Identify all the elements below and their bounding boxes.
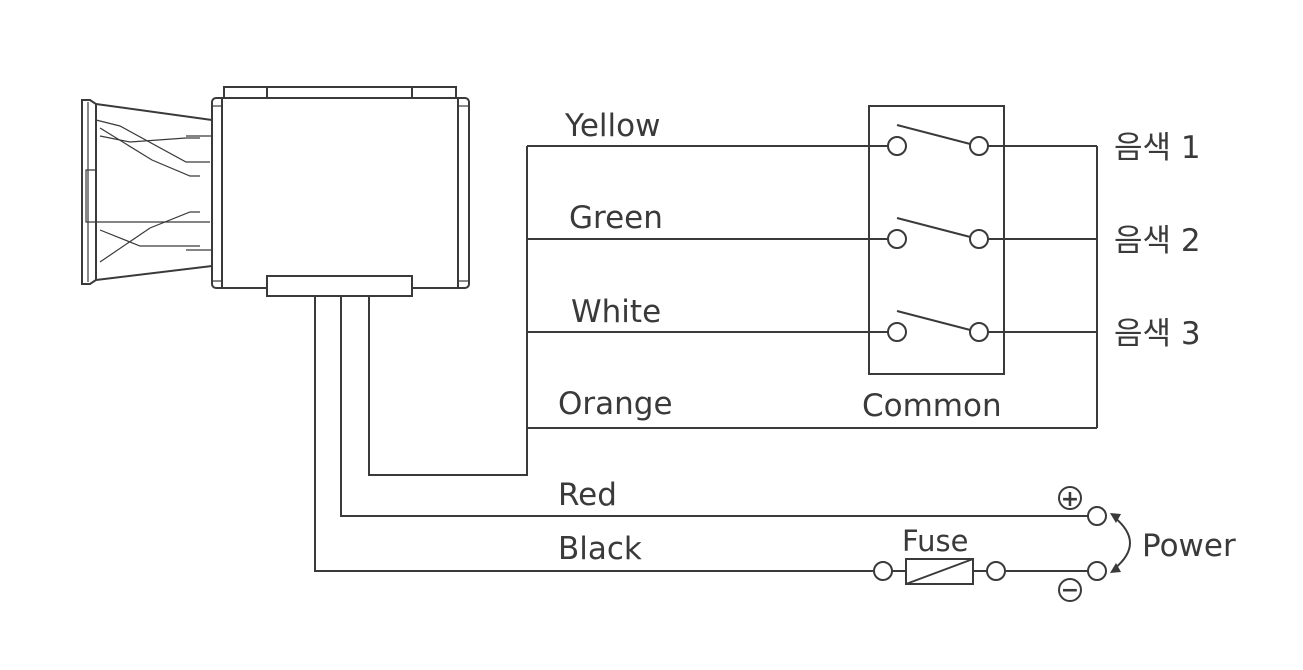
common-label: Common xyxy=(862,388,1002,424)
fuse-label: Fuse xyxy=(902,524,968,558)
red-wire-label: Red xyxy=(558,477,617,513)
fuse-terminal-right xyxy=(986,561,1006,581)
horn-flare xyxy=(81,99,213,285)
positive-symbol: + xyxy=(1061,487,1079,512)
switch-2-terminal-out xyxy=(969,229,989,249)
switch-1 xyxy=(887,124,989,156)
siren-unit xyxy=(81,86,470,297)
switch-2-terminal-in xyxy=(887,229,907,249)
red-wire xyxy=(340,296,1088,517)
power-terminal-positive xyxy=(1087,506,1107,526)
yellow-wire-label: Yellow xyxy=(564,108,660,144)
white-wire-label: White xyxy=(571,294,661,330)
fuse xyxy=(873,558,1006,585)
negative-symbol-ring xyxy=(1058,578,1082,602)
switch-1-terminal-in xyxy=(887,136,907,156)
power-terminal-negative xyxy=(1087,561,1107,581)
orange-wire-label: Orange xyxy=(558,386,673,422)
output-label-2: 음색 2 xyxy=(1114,223,1201,259)
power-arc xyxy=(1113,516,1131,570)
orange-wire-lead xyxy=(368,146,528,476)
switch-block xyxy=(868,105,1005,375)
power-label: Power xyxy=(1142,528,1236,564)
power-arc-arrow-bottom xyxy=(1110,563,1121,573)
main-housing xyxy=(211,86,470,297)
output-label-1: 음색 1 xyxy=(1114,130,1201,166)
switch-2 xyxy=(887,217,989,249)
switch-1-terminal-out xyxy=(969,136,989,156)
power-arc-arrow-top xyxy=(1110,513,1121,523)
black-wire-label: Black xyxy=(558,531,642,567)
switch-block-frame xyxy=(868,105,1005,375)
fuse-terminal-left xyxy=(873,561,893,581)
black-wire xyxy=(314,296,873,572)
positive-symbol-ring xyxy=(1058,486,1082,510)
switch-3 xyxy=(887,310,989,342)
switch-3-terminal-out xyxy=(969,322,989,342)
power-terminals: + − xyxy=(1058,486,1131,603)
output-label-3: 음색 3 xyxy=(1114,316,1201,352)
switch-3-terminal-in xyxy=(887,322,907,342)
green-wire-label: Green xyxy=(569,200,663,236)
negative-symbol: − xyxy=(1061,578,1079,603)
